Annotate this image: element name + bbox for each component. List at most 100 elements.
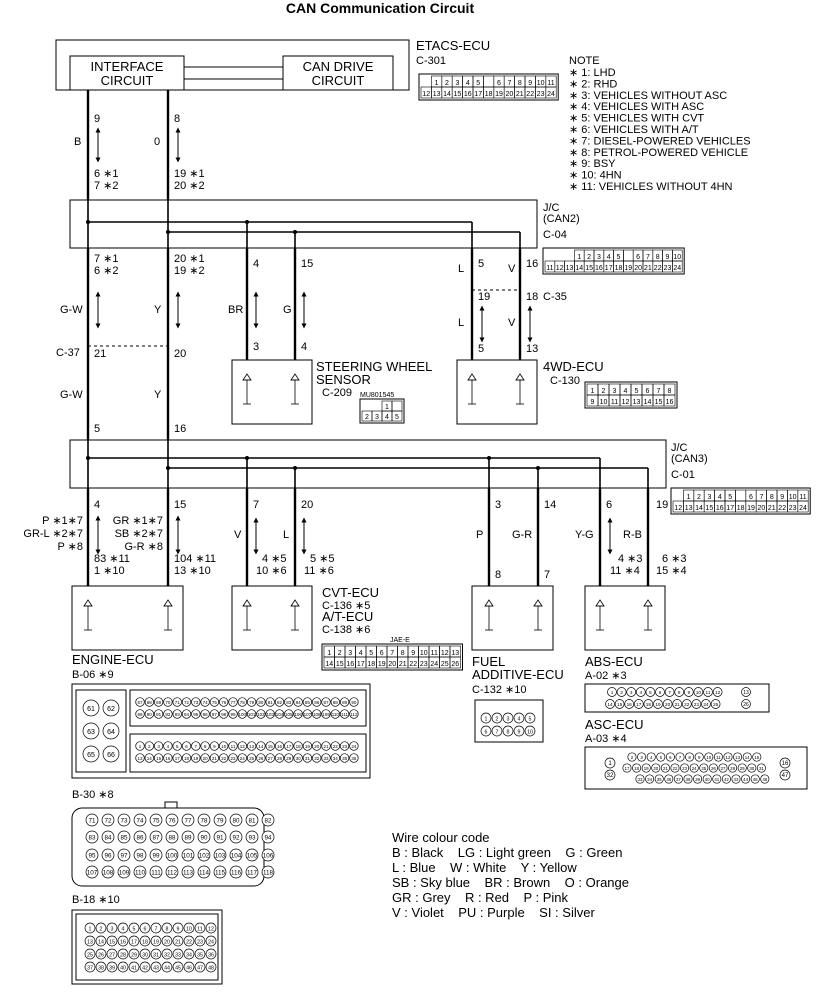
connector-pin [712,774,722,784]
pin-number: 34 [333,756,339,761]
connector-pin [181,813,195,827]
pin-number: 26 [258,756,264,761]
pin-number: 15 [454,91,462,98]
pin-number: 36 [666,777,671,782]
fuel-additive-connector: C-132 ∗10 [472,684,526,696]
pin-number: 32 [607,773,614,779]
pin-jc3-15: 15 [174,499,186,511]
wire-label-gw: G-W [60,304,83,316]
connector-pin [339,753,350,763]
wire-label-eng-5: SB ∗2∗7 [115,528,163,540]
pin-number: 12 [726,755,731,760]
connector-pin [95,961,107,973]
pin-number: 46 [186,965,192,971]
pin-number: 108 [103,870,114,877]
pin-number: 79 [249,700,255,705]
engine-ecu-name: ENGINE-ECU [72,652,154,667]
connector-pin [172,948,184,960]
pin-number: 90 [147,712,153,717]
pin-number: 14 [575,265,583,272]
connector-pin [635,687,646,697]
connector-pin [491,725,503,737]
connector-pin [135,741,145,751]
pin-number: 8 [401,650,405,657]
pin-number: 5 [635,388,639,395]
pin-number: 2 [697,494,701,501]
steering-sensor-box [231,359,313,425]
pin-c37-21: 21 [94,348,106,360]
pin-number: 10 [789,494,797,501]
terminal-symbol [643,599,653,607]
connector-pin [293,741,303,751]
jc-can2-name: J/C [543,202,560,214]
connector-pin [502,725,514,737]
wire-label-o: 0 [154,136,160,148]
legend-line: GR : Grey R : Red P : Pink [392,890,569,905]
connector-pin [633,699,644,709]
terminal-symbol [290,373,300,381]
abs-ecu-box [584,585,666,651]
pin-number: 7 [507,80,511,87]
pin-number: 1 [139,744,142,749]
pin-number: 13 [633,399,641,406]
connector-pin [246,697,257,707]
pin-number: 18 [485,91,493,98]
pin-number: 89 [137,712,143,717]
pin-number: 1 [687,494,691,501]
pin-number: 27 [721,766,726,771]
pin-c35-19: 19 [478,291,490,303]
connector-pin [149,830,163,844]
pin-number: 41 [714,777,719,782]
pin-number: 3 [630,690,633,696]
connector-pin [161,922,173,934]
connector-pin [200,709,210,719]
pin-number: 13 [87,939,93,945]
ecu-internal-symbols [83,373,653,631]
pin-number: 6 [185,744,188,749]
pin-number: 117 [247,870,258,877]
connector-pin [153,741,164,751]
connector-pin [632,763,642,773]
pin-cvt-4: 4 ∗5 [262,553,287,565]
connector-pin [685,752,695,762]
pin-number: 110 [332,712,340,717]
pin-number: 67 [137,700,143,705]
pin-number: 14 [98,939,104,945]
pin-number: 2 [148,744,151,749]
connector-pin [101,848,115,862]
connector-pin [643,699,654,709]
pin-number: 113 [183,870,194,877]
pin-number: 9 [780,494,784,501]
connector-pin [670,763,680,773]
pin-number: 78 [200,818,208,825]
pin-number: 8 [507,729,510,735]
pin-number: 38 [686,777,691,782]
pin-number: 88 [168,835,176,842]
pin-number: 12 [240,744,246,749]
connector-pin [712,687,723,697]
connector-pin [213,865,227,879]
connector-pin [449,656,461,669]
pin-number: 98 [221,712,227,717]
connector-pin [683,774,693,784]
pin-number: 15 [585,265,593,272]
connector-pin [219,709,229,719]
pin-number: 24 [351,744,357,749]
pin-number: 45 [753,777,758,782]
wire-label-v-cvt: V [234,529,242,541]
pin-number: 18 [634,766,639,771]
connector-pin [117,948,129,960]
connector-pin [163,741,173,751]
connector-pin [645,774,655,784]
connector-pin [197,865,211,879]
pin-eng-1: 1 ∗10 [94,565,125,577]
pin-number: 73 [120,818,128,825]
connector-pin [664,774,674,784]
pin-number: 19 [305,744,311,749]
pin-number: 7 [646,254,650,261]
connector-pin [181,848,195,862]
pin-number: 14 [147,756,153,761]
connector-pin [752,752,762,762]
